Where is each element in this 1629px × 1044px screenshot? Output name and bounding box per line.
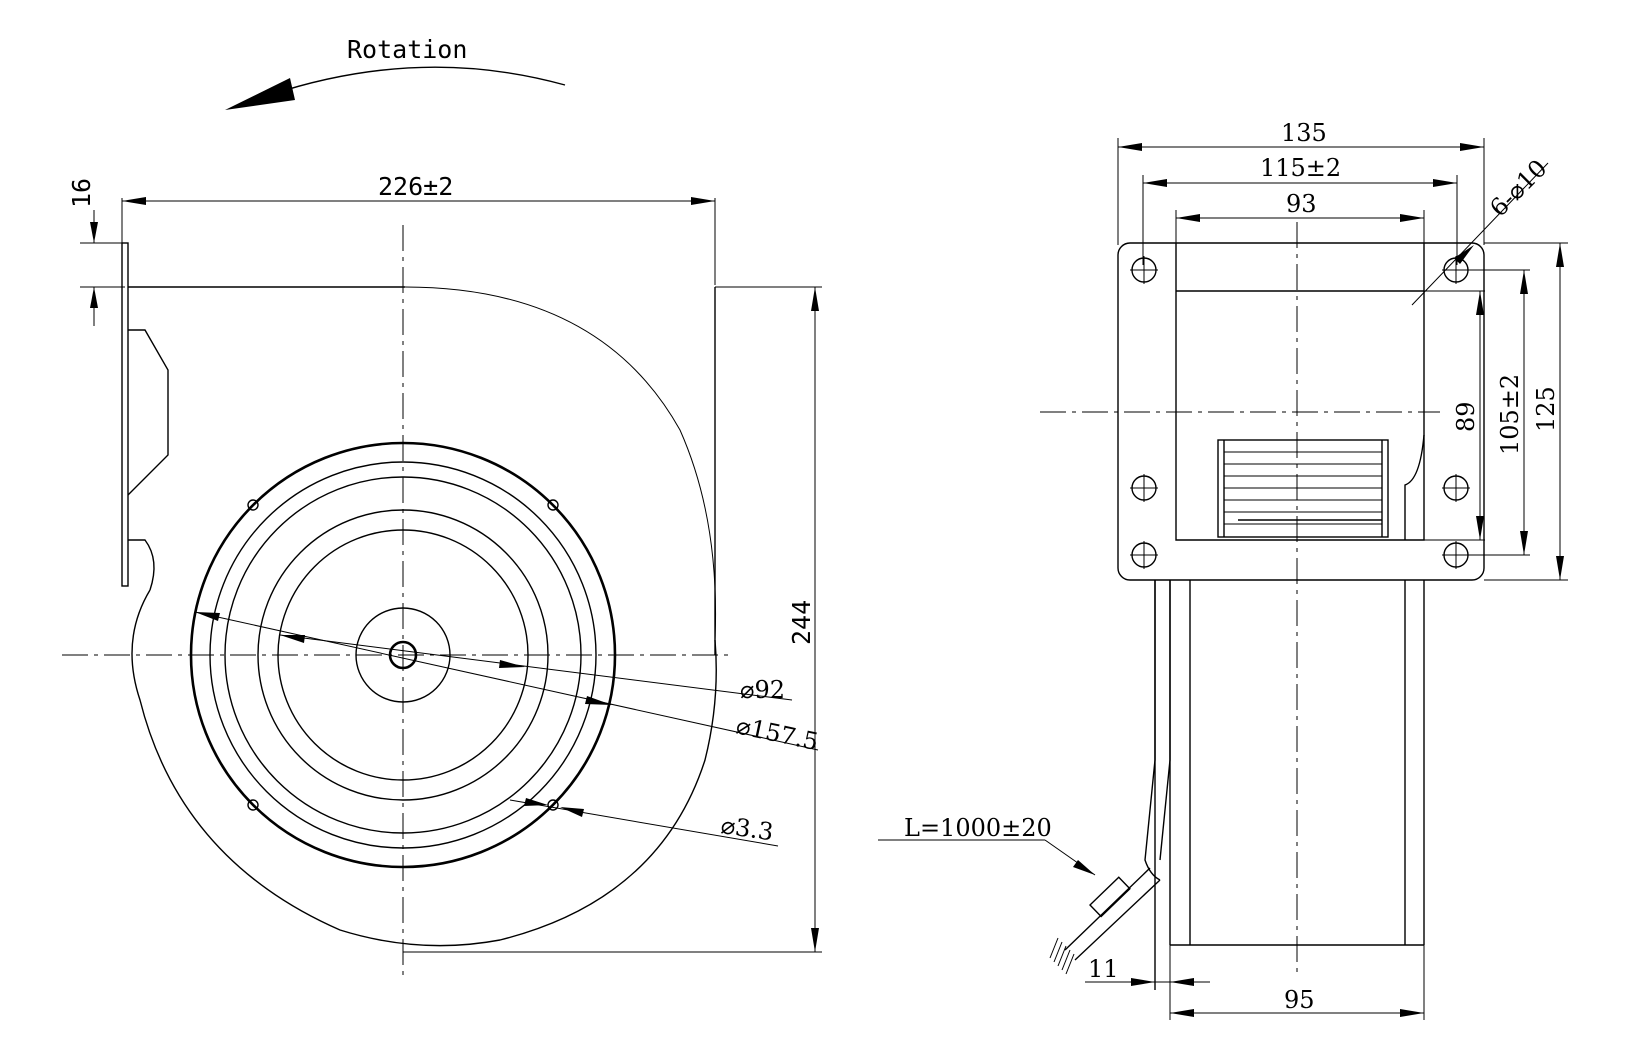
dia-hub-label: ⌀92	[740, 676, 785, 704]
rotation-arrow	[225, 66, 566, 110]
side-view: 135 115±2 93 6-⌀10	[878, 119, 1568, 1020]
impeller	[1217, 439, 1389, 538]
outlet-width-dimension	[1175, 210, 1425, 290]
mounting-flange	[121, 242, 169, 591]
flange-dim-label: 16	[67, 178, 96, 208]
overall-width-label: 135	[1281, 119, 1327, 147]
body-width-dimension	[1169, 945, 1425, 1020]
dia-outer-label: ⌀157.5	[734, 711, 821, 756]
mounting-holes	[1130, 256, 1470, 569]
hole-vertical-dimension	[1458, 269, 1530, 556]
rotation-label: Rotation	[347, 35, 467, 64]
outlet-height-dimension	[1424, 290, 1485, 541]
front-view: Rotation 226±2 16	[62, 35, 822, 975]
height-dim-label: 244	[787, 600, 816, 645]
holes-label: 6-⌀10	[1484, 154, 1552, 222]
dia-hole-leader	[509, 798, 779, 847]
cable	[1049, 867, 1161, 975]
holes-leader	[1411, 162, 1549, 306]
motor-body	[1144, 580, 1425, 990]
cable-leader	[878, 839, 1096, 876]
hole-spacing-label: 115±2	[1260, 154, 1341, 182]
outlet-width-label: 93	[1286, 190, 1317, 218]
outlet-height-label: 89	[1452, 401, 1480, 432]
offset-dimension	[1085, 978, 1210, 986]
cable-length-label: L=1000±20	[904, 814, 1052, 842]
scroll-housing	[128, 286, 717, 947]
width-dim-label: 226±2	[378, 172, 453, 201]
offset-dim-label: 11	[1088, 955, 1119, 983]
body-width-label: 95	[1284, 986, 1315, 1014]
overall-height-label: 125	[1532, 386, 1560, 432]
hole-vertical-label: 105±2	[1496, 374, 1524, 455]
dia-hub-leader	[279, 634, 793, 701]
hole-spacing-dimension	[1142, 175, 1458, 265]
width-dimension	[121, 197, 716, 285]
flange-dimension	[80, 210, 125, 326]
dia-outer-leader	[194, 611, 819, 751]
overall-height-dimension	[1484, 242, 1568, 581]
overall-width-dimension	[1117, 138, 1485, 245]
height-dimension	[403, 286, 822, 953]
dia-hole-label: ⌀3.3	[719, 811, 775, 846]
